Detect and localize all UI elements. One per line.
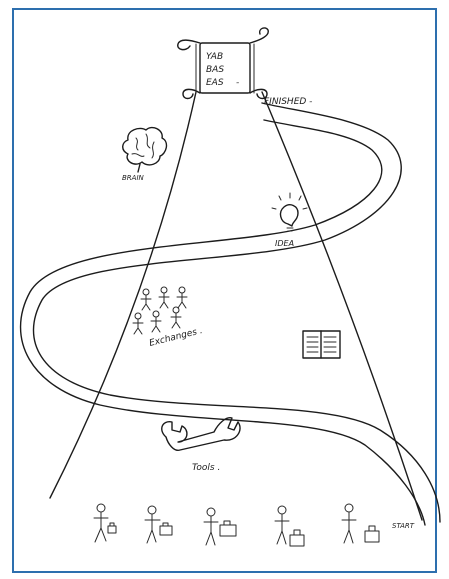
label-finished: FINISHED - (264, 97, 312, 107)
brain-icon (123, 128, 167, 172)
scroll-marker: - (236, 78, 239, 88)
finish-scroll: YAB BAS EAS - (178, 28, 269, 99)
label-start: START (392, 522, 415, 530)
scroll-line-2: BAS (206, 65, 224, 75)
winding-road (21, 103, 440, 525)
lightbulb-icon (272, 193, 307, 231)
label-tools: Tools . (192, 463, 220, 473)
perspective-path (50, 92, 422, 520)
scroll-line-1: YAB (206, 52, 223, 62)
book-icon (303, 331, 340, 358)
scroll-line-3: EAS (206, 78, 224, 88)
wrench-icon (162, 418, 240, 451)
label-brain: BRAIN (122, 174, 145, 182)
label-idea: IDEA (275, 239, 294, 248)
starters-group-icon (94, 504, 379, 546)
label-exchanges: Exchanges . (148, 326, 203, 349)
people-group-icon (133, 287, 187, 334)
